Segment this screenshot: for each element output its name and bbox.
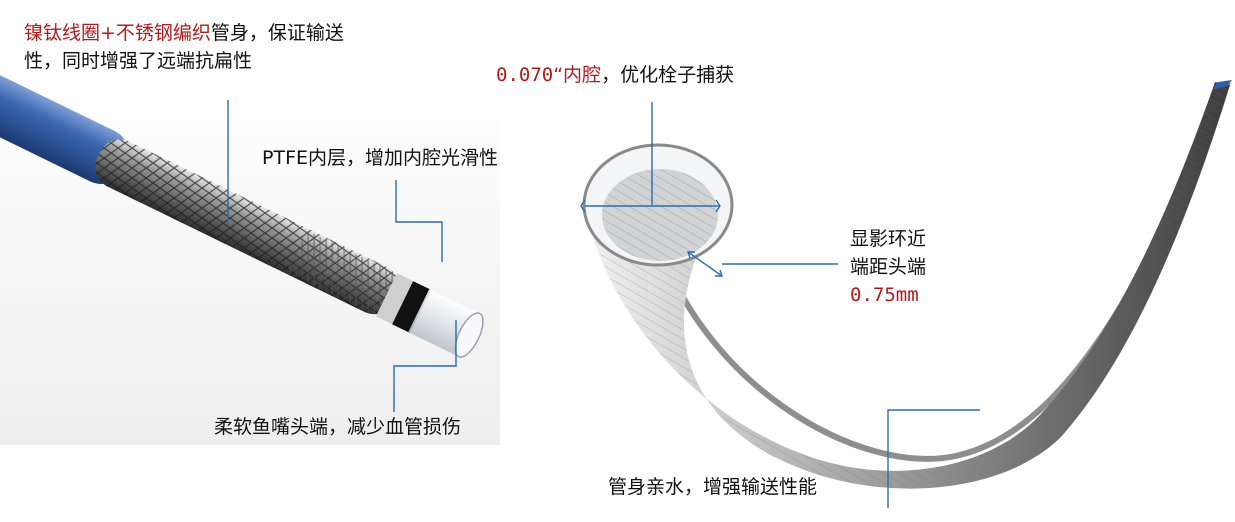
lumen-value: 0.070 <box>496 64 554 86</box>
marker-distance-arrow <box>687 251 723 277</box>
callout-braid-red: 镍钛线圈+不锈钢编织 <box>24 22 211 44</box>
lumen-arrow-right <box>715 199 721 213</box>
callout-braid-line1: 镍钛线圈+不锈钢编织管身，保证输送 <box>24 20 344 46</box>
leader-tip <box>393 320 457 412</box>
callout-ptfe: PTFE内层，增加内腔光滑性 <box>262 147 498 169</box>
tip-opening <box>454 312 484 358</box>
blue-proximal-segment <box>1212 80 1232 90</box>
callout-marker-line2: 端距头端 <box>850 256 927 278</box>
callout-braid-line2: 性，同时增强了远端抗扁性 <box>24 50 253 72</box>
callout-marker-value: 0.75mm <box>850 284 919 306</box>
lumen-quote: “ <box>553 64 564 86</box>
leader-lines <box>227 100 980 508</box>
callout-tip: 柔软鱼嘴头端，减少血管损伤 <box>214 416 462 438</box>
marker-arrow-head-a <box>687 251 695 259</box>
lumen-word: 内腔 <box>563 64 602 86</box>
lumen-rest: ，优化栓子捕获 <box>601 64 735 86</box>
leader-body <box>887 409 980 508</box>
catheter-cutaway-left <box>0 50 484 358</box>
right-catheter-coil-texture <box>586 82 1230 489</box>
leader-ptfe <box>395 180 443 262</box>
lumen-coil-texture <box>602 169 718 261</box>
coil-texture <box>286 230 406 320</box>
callout-body: 管身亲水，增强输送性能 <box>608 476 818 498</box>
callout-lumen: 0.070“内腔，优化栓子捕获 <box>496 62 734 88</box>
marker-arrow-head-b <box>715 269 723 277</box>
marker-band <box>392 281 432 333</box>
blue-outer-jacket <box>0 50 130 185</box>
lumen-arrow-left <box>580 199 586 213</box>
ptfe-inner-layer <box>375 273 417 326</box>
callout-braid-black: 管身，保证输送 <box>210 22 344 44</box>
callout-marker-line1: 显影环近 <box>850 228 927 250</box>
